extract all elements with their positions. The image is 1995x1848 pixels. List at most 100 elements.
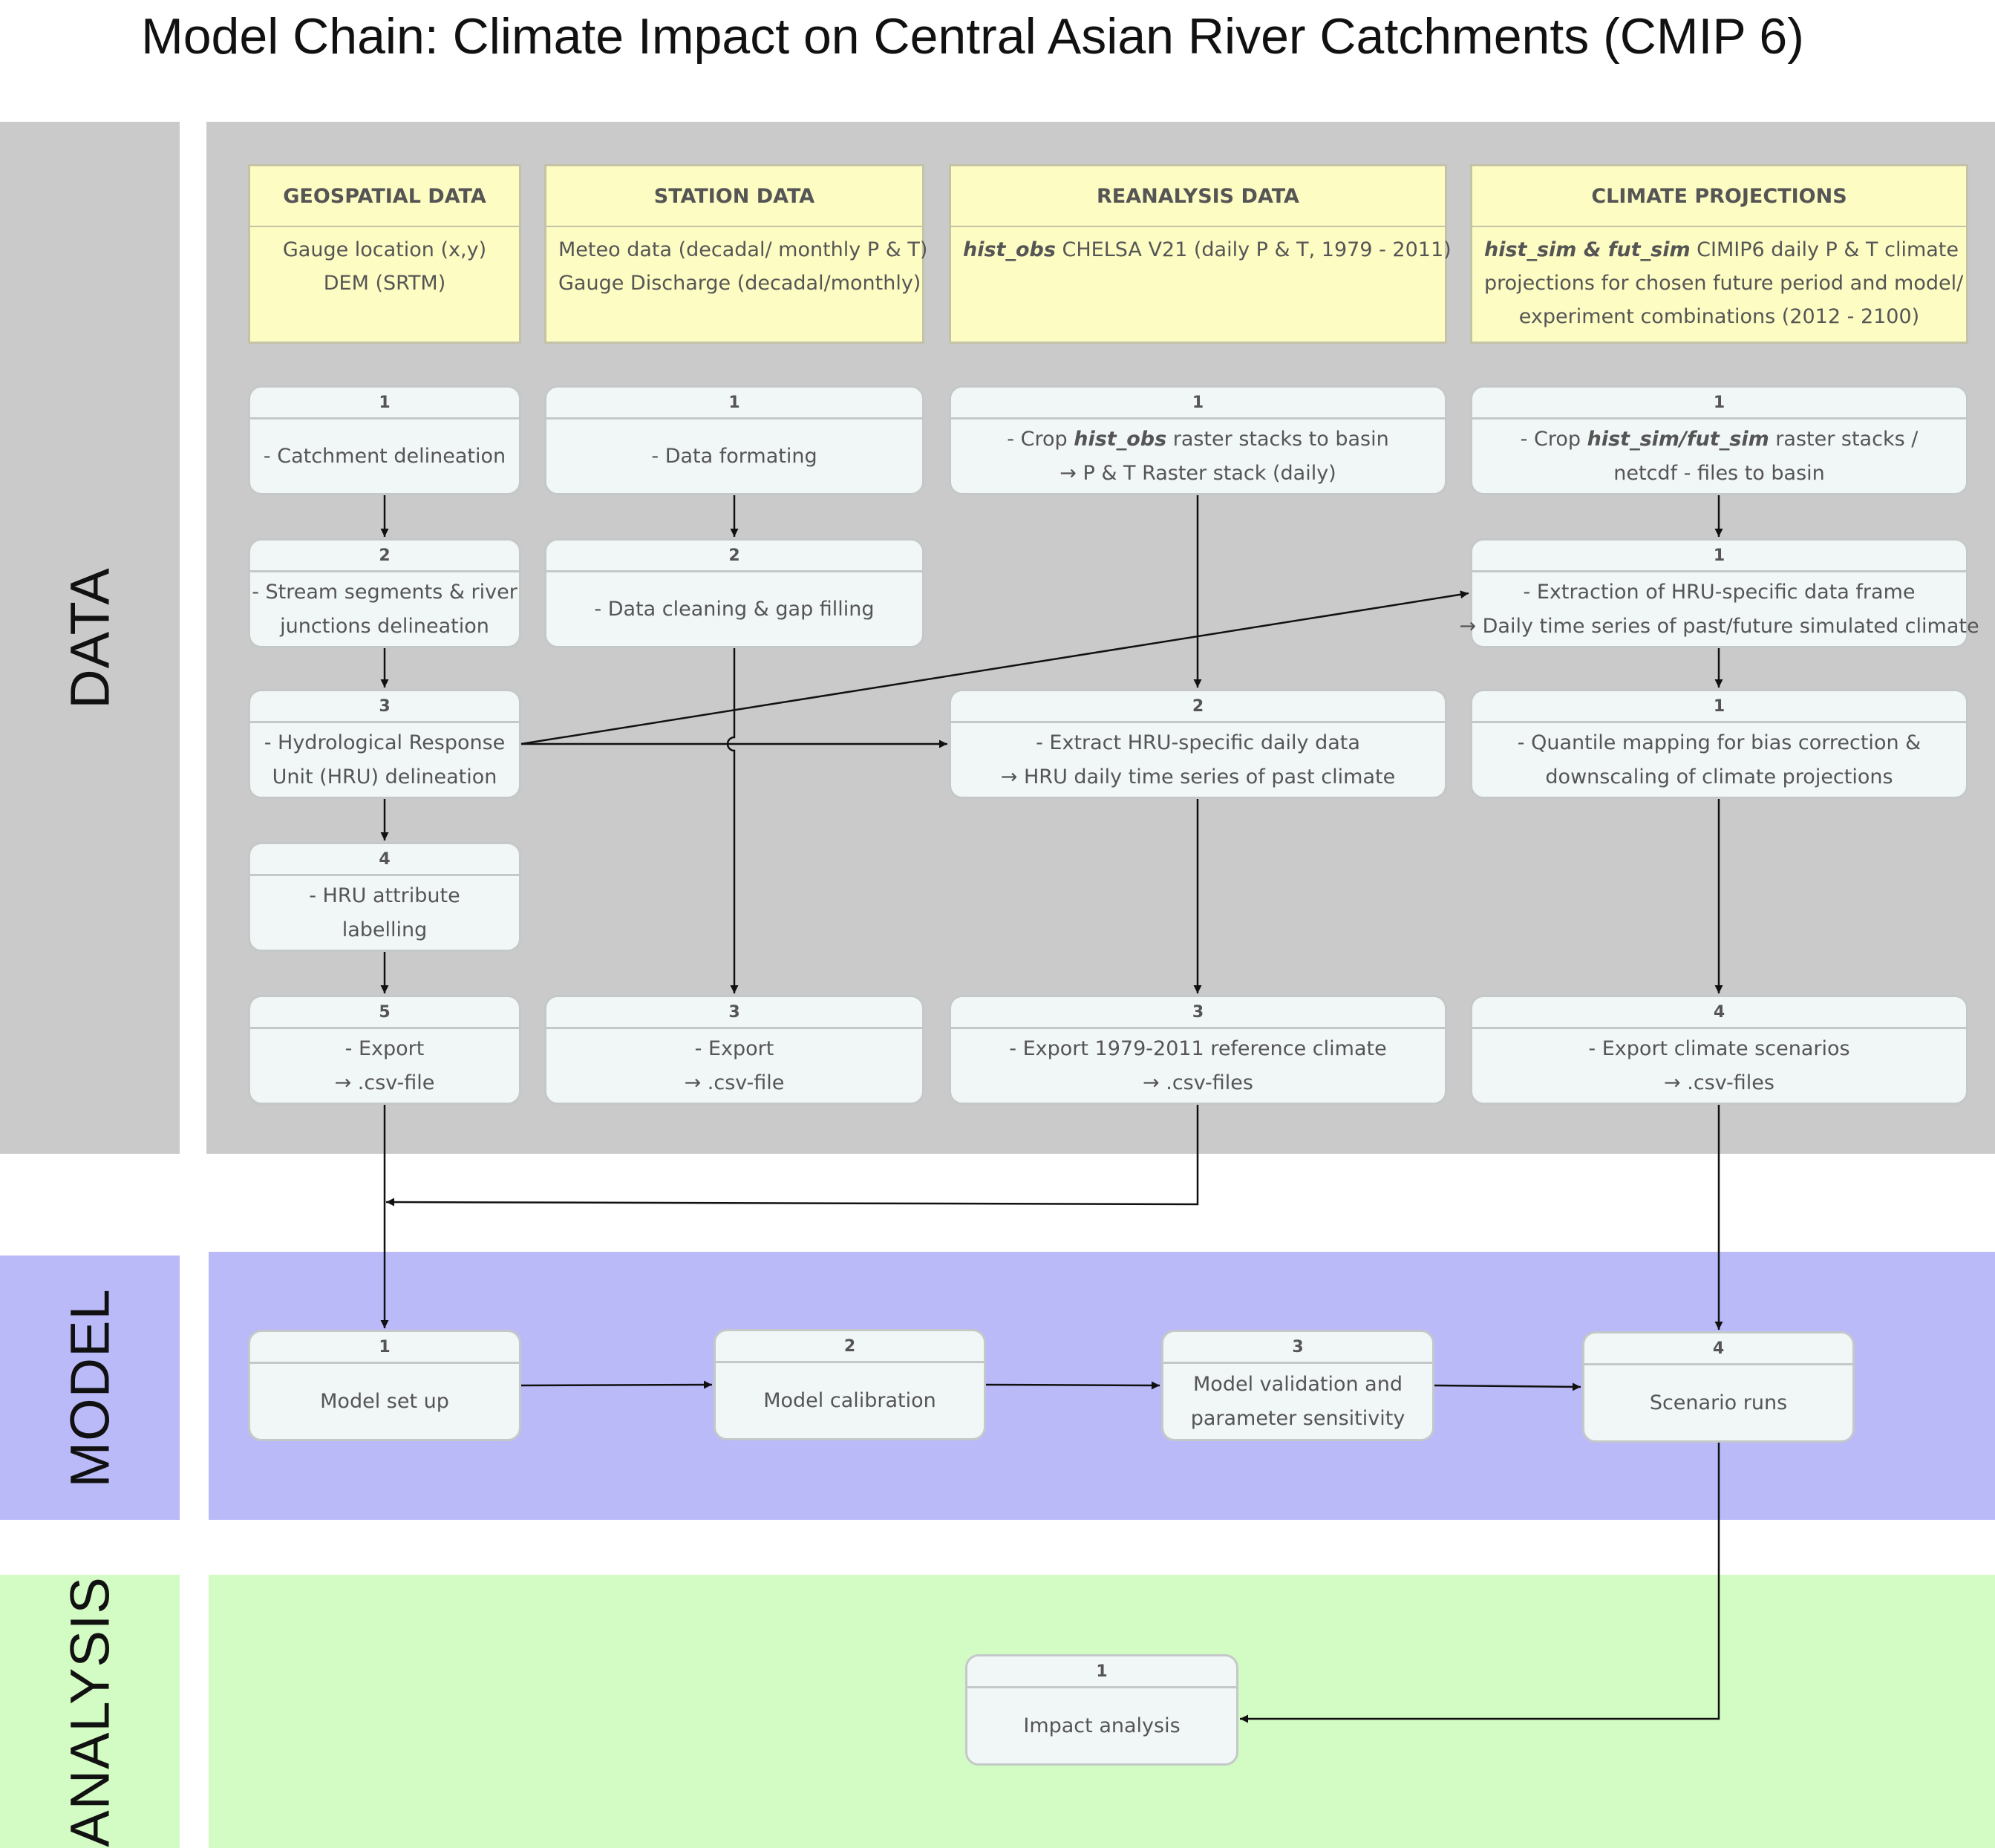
geospatial-data-title: GEOSPATIAL DATA — [250, 166, 519, 227]
step-number: 3 — [951, 997, 1445, 1029]
data-lane-header — [0, 122, 180, 1154]
step-text: → .csv-files — [1143, 1071, 1253, 1094]
step-text: labelling — [342, 918, 428, 941]
step-text-emphasis: hist_sim/fut_sim — [1587, 427, 1769, 451]
projections-line: projections for chosen future period and… — [1484, 272, 1964, 295]
station-step-export: 3 - Export → .csv-file — [544, 995, 924, 1105]
reanalysis-data-title: REANALYSIS DATA — [951, 166, 1445, 227]
arrow-hru-to-projections — [520, 590, 1469, 745]
projections-emphasis: hist_sim & fut_sim — [1484, 238, 1691, 261]
reanalysis-step-crop: 1 - Crop hist_obs raster stacks to basin… — [949, 385, 1447, 495]
geospatial-data-box: GEOSPATIAL DATA Gauge location (x,y) DEM… — [248, 164, 521, 344]
projections-line: hist_sim & fut_sim CIMIP6 daily P & T cl… — [1484, 233, 1959, 267]
step-text: - HRU attribute — [309, 884, 460, 907]
step-number: 2 — [951, 691, 1445, 723]
step-text: - Export climate scenarios — [1588, 1036, 1850, 1060]
step-text: → .csv-files — [1664, 1071, 1774, 1094]
step-number: 3 — [1163, 1332, 1432, 1364]
arrow-reanalysis-export-to-model — [385, 1105, 1199, 1207]
reanalysis-line: hist_obs CHELSA V21 (daily P & T, 1979 -… — [963, 233, 1452, 267]
step-text: - Crop hist_obs raster stacks to basin — [1007, 422, 1388, 457]
step-text: - Export — [694, 1036, 774, 1060]
step-text-emphasis: hist_obs — [1074, 427, 1167, 451]
step-number: 3 — [250, 691, 519, 723]
analysis-step-impact: 1 Impact analysis — [965, 1654, 1238, 1766]
step-text: - Stream segments & river — [252, 580, 517, 604]
step-number: 1 — [1472, 691, 1966, 723]
step-text: - Data cleaning & gap filling — [594, 597, 875, 621]
projections-step-crop: 1 - Crop hist_sim/fut_sim raster stacks … — [1470, 385, 1968, 495]
station-step-data-cleaning: 2 - Data cleaning & gap filling — [544, 538, 924, 648]
model-step-setup: 1 Model set up — [248, 1330, 521, 1441]
geospatial-line: Gauge location (x,y) — [282, 238, 487, 261]
station-line: Meteo data (decadal/ monthly P & T) — [558, 238, 928, 261]
step-text: downscaling of climate projections — [1545, 765, 1893, 788]
model-step-calibration: 2 Model calibration — [714, 1329, 986, 1440]
step-number: 4 — [1584, 1333, 1852, 1365]
step-text: parameter sensitivity — [1190, 1406, 1405, 1430]
station-step-data-formating: 1 - Data formating — [544, 385, 924, 495]
step-text: junctions delineation — [280, 614, 489, 638]
step-number: 2 — [716, 1331, 984, 1363]
step-text-pre: - Crop — [1007, 427, 1074, 451]
arrow-model-3-4 — [1434, 1382, 1581, 1391]
step-text: → P & T Raster stack (daily) — [1059, 461, 1336, 485]
station-data-title: STATION DATA — [546, 166, 922, 227]
step-number: 5 — [250, 997, 519, 1029]
step-text: → .csv-file — [684, 1071, 785, 1094]
step-text: Model calibration — [763, 1388, 936, 1412]
step-number: 3 — [546, 997, 922, 1029]
step-text: - Export — [345, 1036, 425, 1060]
projections-line-text: CIMIP6 daily P & T climate — [1690, 238, 1959, 261]
step-number: 1 — [250, 388, 519, 419]
analysis-lane-header — [0, 1575, 180, 1848]
step-number: 1 — [1472, 388, 1966, 419]
step-number: 1 — [250, 1332, 519, 1364]
step-text: → Daily time series of past/future simul… — [1459, 614, 1979, 638]
projections-line: experiment combinations (2012 - 2100) — [1518, 305, 1920, 328]
station-line: Gauge Discharge (decadal/monthly) — [558, 272, 921, 295]
arrow-scenario-to-impact — [1240, 1443, 1720, 1723]
step-number: 1 — [951, 388, 1445, 419]
projections-step-extraction: 1 - Extraction of HRU-specific data fram… — [1459, 538, 1979, 648]
step-number: 1 — [967, 1656, 1236, 1688]
model-step-validation: 3 Model validation and parameter sensitiv… — [1161, 1330, 1434, 1441]
step-text: - Extract HRU-specific daily data — [1036, 731, 1360, 754]
reanalysis-line-text: CHELSA V21 (daily P & T, 1979 - 2011) — [1055, 238, 1452, 261]
step-text-post: raster stacks to basin — [1166, 427, 1389, 451]
diagram-title: Model Chain: Climate Impact on Central A… — [141, 8, 1804, 65]
step-number: 4 — [1472, 997, 1966, 1029]
model-lane-header — [0, 1256, 180, 1520]
geospatial-line: DEM (SRTM) — [323, 272, 446, 295]
step-text: Unit (HRU) delineation — [272, 765, 497, 788]
step-text: - Hydrological Response — [264, 731, 506, 754]
reanalysis-emphasis: hist_obs — [963, 238, 1056, 261]
climate-projections-title: CLIMATE PROJECTIONS — [1472, 166, 1966, 227]
step-text: Model validation and — [1193, 1372, 1403, 1396]
step-number: 1 — [1472, 541, 1966, 572]
step-text: - Crop hist_sim/fut_sim raster stacks / — [1521, 422, 1919, 457]
step-text: → HRU daily time series of past climate — [1000, 765, 1396, 788]
reanalysis-data-box: REANALYSIS DATA hist_obs CHELSA V21 (dai… — [949, 164, 1452, 344]
reanalysis-step-export: 3 - Export 1979-2011 reference climate → … — [949, 995, 1447, 1105]
step-text: - Export 1979-2011 reference climate — [1009, 1036, 1387, 1060]
step-number: 2 — [546, 541, 922, 572]
reanalysis-step-extract-hru: 2 - Extract HRU-specific daily data → HRU… — [949, 689, 1447, 799]
step-text: Model set up — [320, 1389, 449, 1413]
step-text: netcdf - files to basin — [1613, 461, 1825, 485]
step-number: 1 — [546, 388, 922, 419]
step-text: - Extraction of HRU-specific data frame — [1523, 580, 1916, 604]
geo-step-export: 5 - Export → .csv-file — [248, 995, 521, 1105]
step-text-post: raster stacks / — [1769, 427, 1919, 451]
projections-step-quantile-mapping: 1 - Quantile mapping for bias correction… — [1470, 689, 1968, 799]
step-text: → .csv-file — [334, 1071, 435, 1094]
geo-step-stream-segments: 2 - Stream segments & river junctions del… — [248, 538, 521, 648]
step-number: 2 — [250, 541, 519, 572]
step-number: 4 — [250, 844, 519, 876]
station-data-box: STATION DATA Meteo data (decadal/ monthl… — [544, 164, 928, 344]
arrow-station-2-3 — [726, 648, 739, 993]
climate-projections-box: CLIMATE PROJECTIONS hist_sim & fut_sim C… — [1470, 164, 1968, 344]
step-text: - Data formating — [651, 444, 817, 468]
